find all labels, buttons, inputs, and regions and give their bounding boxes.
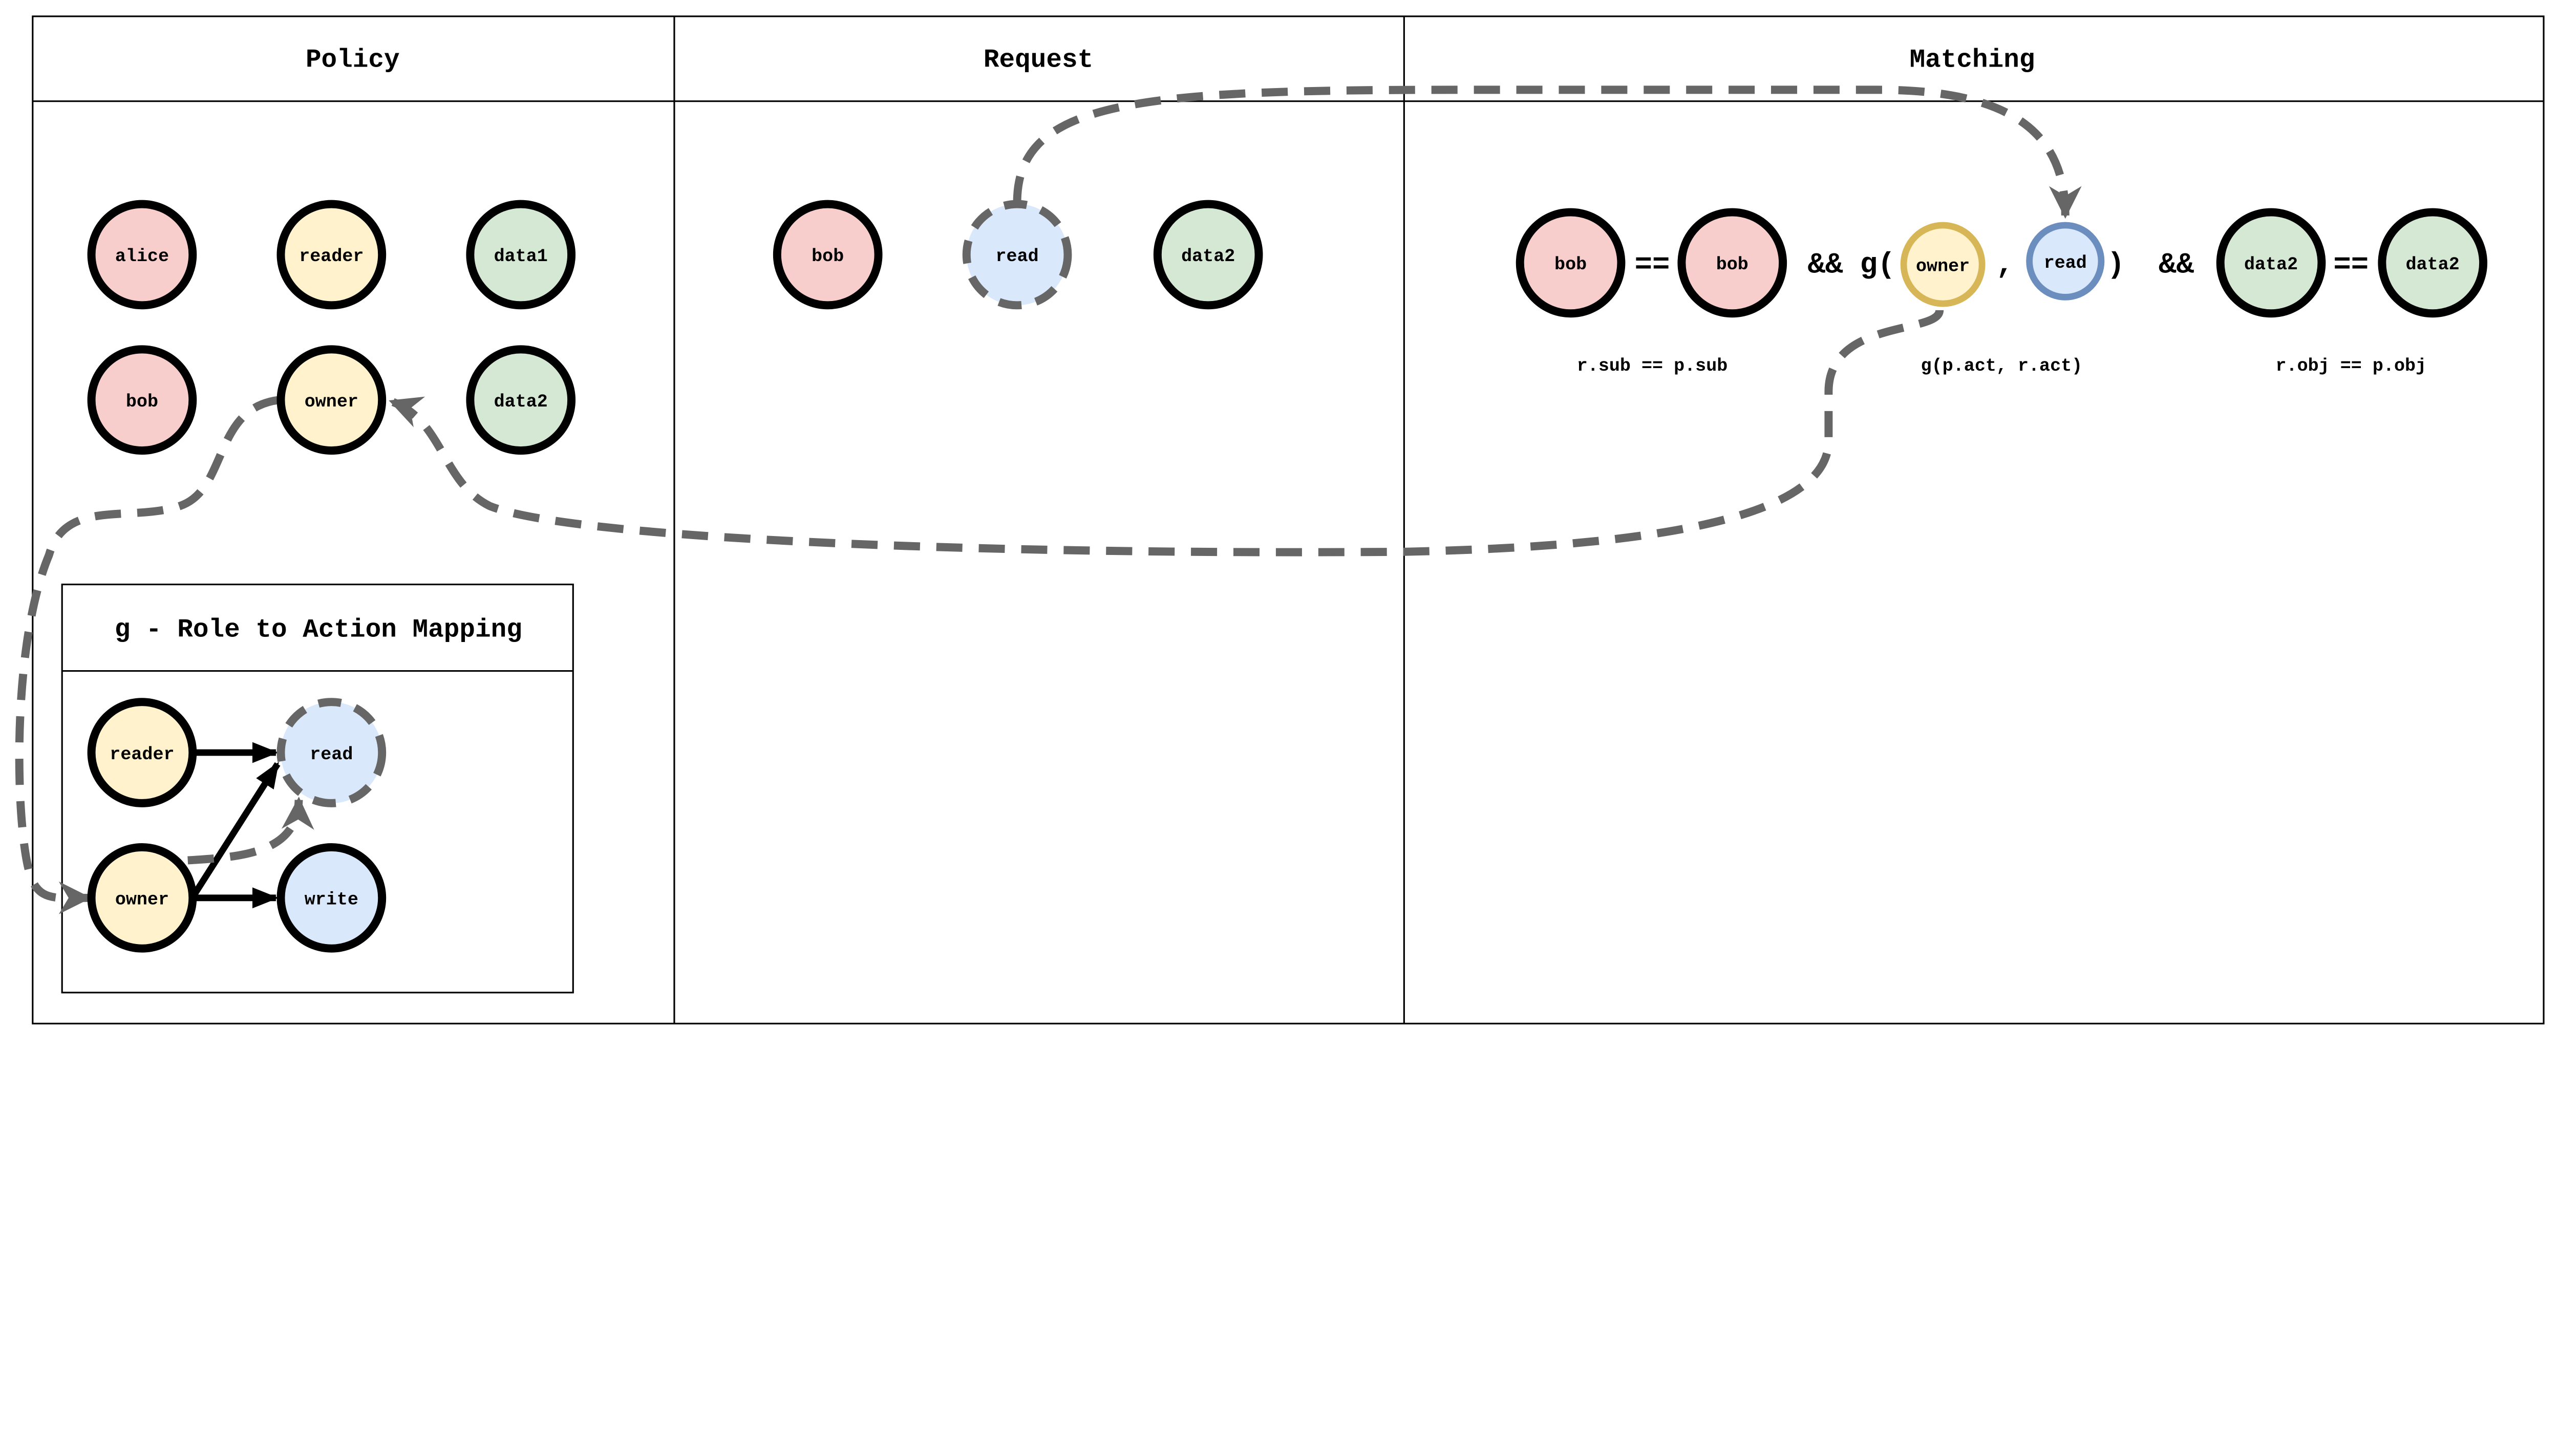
svg-text:bob: bob [126,392,158,412]
caption-sub-match: r.sub == p.sub [1577,356,1728,376]
caption-act-match: g(p.act, r.act) [1921,356,2083,376]
policy-node-alice: alice [87,200,197,310]
svg-text:bob: bob [1716,254,1748,275]
svg-text:write: write [305,890,358,910]
svg-text:owner: owner [1916,256,1970,276]
match-node-owner: owner [1900,222,1986,307]
svg-text:read: read [2044,253,2087,273]
svg-text:data2: data2 [1181,246,1235,267]
op-and-1: && [1808,249,1843,282]
request-node-bob: bob [773,200,883,310]
flow-match-owner-to-policy-owner [389,309,1944,556]
svg-text:bob: bob [1554,254,1587,275]
match-node-read: read [2026,222,2105,301]
policy-node-owner: owner [276,345,387,455]
mapping-node-read: read [276,698,387,807]
op-comma: , [1996,249,2014,282]
request-node-read: read [962,200,1072,310]
policy-node-reader: reader [276,200,387,310]
match-node-bob-request: bob [1516,208,1626,318]
policy-node-data2: data2 [466,345,576,455]
policy-node-data1: data1 [466,200,576,310]
policy-node-bob: bob [87,345,197,455]
svg-text:data2: data2 [2406,254,2460,275]
casbin-rbac-diagram: Policy Request Matching g - Role to Acti… [15,15,2545,1024]
svg-text:reader: reader [110,744,174,765]
op-equals-sub: == [1635,249,1670,282]
mapping-title: g - Role to Action Mapping [115,616,522,645]
flow-policy-owner-to-mapping-owner [15,396,280,914]
svg-text:alice: alice [115,246,169,267]
column-header-request: Request [984,46,1093,75]
column-header-policy: Policy [306,46,400,75]
op-equals-obj: == [2333,249,2369,282]
edge-owner-read [191,762,281,896]
flow-mapping-owner-to-read [187,797,314,865]
column-header-matching: Matching [1910,46,2035,75]
match-node-data2-policy: data2 [2378,208,2488,318]
mapping-node-reader: reader [87,698,197,807]
mapping-node-owner: owner [87,843,197,953]
svg-text:owner: owner [305,392,358,412]
svg-text:bob: bob [812,246,844,267]
svg-text:data2: data2 [494,392,548,412]
op-g-open: g( [1860,249,1895,282]
flow-request-read-to-match-read [1013,85,2082,219]
svg-text:data1: data1 [494,246,548,267]
mapping-node-write: write [276,843,387,953]
svg-text:data2: data2 [2244,254,2298,275]
match-node-data2-request: data2 [2216,208,2326,318]
svg-text:reader: reader [299,246,364,267]
request-node-data2: data2 [1153,200,1263,310]
caption-obj-match: r.obj == p.obj [2276,356,2427,376]
svg-text:owner: owner [115,890,169,910]
svg-text:read: read [310,744,353,765]
op-and-2: && [2159,249,2194,282]
match-node-bob-policy: bob [1677,208,1787,318]
svg-text:read: read [996,246,1039,267]
op-g-close: ) [2107,249,2124,282]
